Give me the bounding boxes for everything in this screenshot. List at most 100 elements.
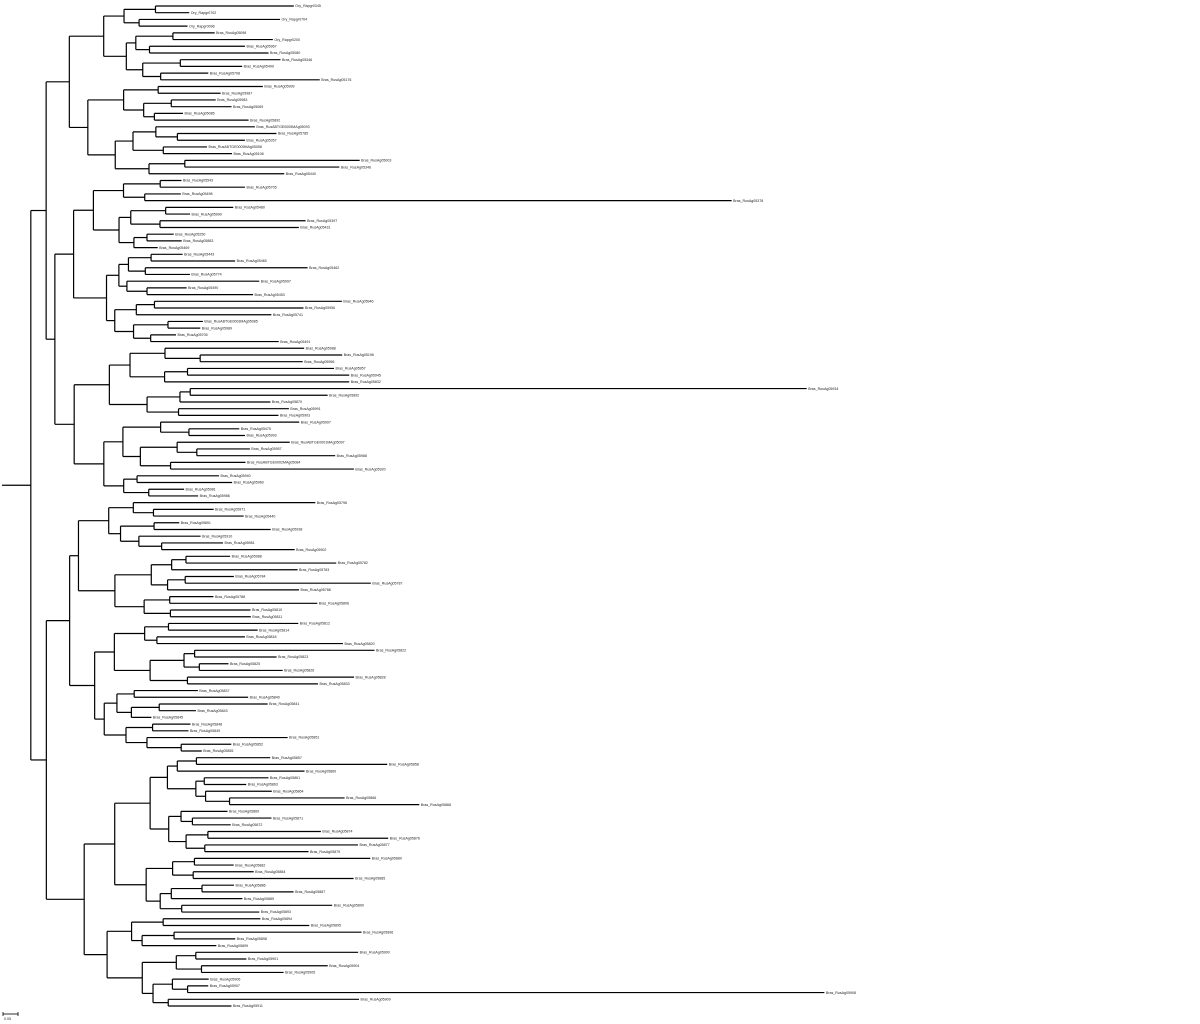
leaf-label: Bras_RusAg05346: [282, 58, 312, 62]
leaf-label: Bras_RusAg05905: [285, 971, 315, 975]
leaf-label: Bras_RusAg05851: [289, 736, 319, 740]
leaf-label: Bras_RusAg05378: [733, 199, 763, 203]
leaf-label: Bras_RusAg05879: [310, 850, 340, 854]
leaf-label: Bras_RusAg05991: [290, 407, 320, 411]
leaf-label: Bras_RusAg05956: [304, 360, 334, 364]
leaf-label: Bras_RusABTGE0001MAg05097: [291, 440, 344, 444]
leaf-label: Bras_RusAg05832: [351, 380, 381, 384]
leaf-label: Bras_RusAg05940: [221, 474, 251, 478]
tree-labels: Ory_Rapgr0345Ory_Rapgr0702Ory_Rapgr0704O…: [153, 4, 856, 1008]
leaf-label: Bras_RusAg05826: [284, 669, 314, 673]
leaf-label: Bras_RusAg05196: [344, 353, 374, 357]
leaf-label: Bras_RusAg05891: [181, 521, 211, 525]
scale-bar-label: 0.05: [4, 1017, 11, 1021]
leaf-label: Bras_RusAg05108: [233, 152, 263, 156]
leaf-label: Bras_RusAg05907: [210, 984, 240, 988]
leaf-label: Bras_RusABTGE0002MAg05084: [247, 461, 300, 465]
leaf-label: Bras_RusAg05892: [250, 118, 280, 122]
leaf-label: Bras_RusAg05945: [351, 373, 381, 377]
leaf-label: Bras_RusAg05863: [248, 783, 278, 787]
leaf-label: Bras_RusAg05843: [197, 709, 227, 713]
leaf-label: Bras_RusAg05346: [341, 165, 371, 169]
leaf-label: Bras_RusAg05788: [301, 588, 331, 592]
leaf-label: Bras_RusAg05981: [186, 487, 216, 491]
leaf-label: Bras_RusAg05785: [278, 132, 308, 136]
leaf-label: Bras_RusAg05887: [295, 890, 325, 894]
leaf-label: Bras_RusAg05988: [337, 454, 367, 458]
leaf-label: Bras_RusAg05988: [306, 346, 336, 350]
leaf-label: Bras_RusAg05938: [272, 528, 302, 532]
leaf-label: Bras_RusAg05443: [184, 253, 214, 257]
leaf-label: Bras_RusAg05906: [210, 977, 240, 981]
leaf-label: Bras_RusAg05999: [264, 85, 294, 89]
leaf-label: Bras_RusAg05855: [203, 749, 233, 753]
leaf-label: Bras_RusAg05960: [234, 481, 264, 485]
leaf-label: Bras_RusAg05828: [356, 675, 386, 679]
leaf-label: Bras_RusAg05498: [182, 192, 212, 196]
leaf-label: Bras_RusAg05357: [246, 138, 276, 142]
leaf-label: Bras_RusAg05886: [236, 883, 266, 887]
leaf-label: Bras_RusAg05957: [251, 447, 281, 451]
leaf-label: Bras_RusAg05904: [329, 964, 359, 968]
leaf-label: Bras_RusAg05845: [153, 716, 183, 720]
leaf-label: Bras_RusAg05796: [317, 501, 347, 505]
leaf-label: Bras_RusAg05705: [177, 333, 207, 337]
leaf-label: Bras_RusAg05783: [299, 568, 329, 572]
leaf-label: Bras_RusAg05868: [421, 803, 451, 807]
leaf-label: Bras_RusAg05946: [343, 300, 373, 304]
leaf-label: Bras_RusAg05440: [245, 514, 275, 518]
leaf-label: Bras_RusAg05098: [216, 31, 246, 35]
leaf-label: Bras_RusAg05741: [273, 313, 303, 317]
leaf-label: Bras_RusAg05431: [300, 226, 330, 230]
leaf-label: Bras_RusAg05080: [270, 51, 300, 55]
leaf-label: Bras_RusAg05857: [272, 756, 302, 760]
leaf-label: Bras_RusAg05814: [259, 628, 289, 632]
leaf-label: Bras_RusAg05469: [159, 246, 189, 250]
leaf-label: Bras_RusAg05892: [329, 393, 359, 397]
leaf-label: Bras_RusAg05822: [376, 648, 406, 652]
leaf-label: Bras_RusAg05708: [210, 71, 240, 75]
leaf-label: Bras_RusAg05833: [319, 682, 349, 686]
leaf-label: Bras_RusAg05176: [321, 78, 351, 82]
leaf-label: Bras_RusAg05840: [250, 695, 280, 699]
leaf-label: Ory_Rapgr0096: [189, 24, 215, 28]
leaf-label: Bras_RusAg05705: [246, 185, 276, 189]
leaf-label: Bras_RusAg05861: [270, 776, 300, 780]
leaf-label: Bras_RusAg05893: [261, 910, 291, 914]
leaf-label: Bras_RusAg05911: [233, 1004, 263, 1008]
leaf-label: Bras_RusAg05864: [273, 789, 303, 793]
leaf-label: Bras_RusAg05784: [235, 575, 265, 579]
leaf-label: Bras_RusAg05877: [359, 843, 389, 847]
leaf-label: Bras_RusAg05250: [175, 232, 205, 236]
leaf-label: Bras_RusAg05890: [334, 904, 364, 908]
leaf-label: Bras_RusAg05885: [355, 877, 385, 881]
leaf-label: Bras_RusAg05849: [190, 729, 220, 733]
leaf-label: Bras_RusAg05899: [218, 944, 248, 948]
leaf-label: Bras_RusAg05858: [389, 763, 419, 767]
leaf-label: Bras_RusAg05902: [296, 548, 326, 552]
leaf-label: Bras_RusABTGE0005MAg05093: [256, 125, 309, 129]
leaf-label: Bras_RusAg05901: [248, 957, 278, 961]
leaf-label: Bras_RusAg05909: [361, 997, 391, 1001]
leaf-label: Bras_RusAg05986: [200, 494, 230, 498]
leaf-label: Bras_RusAg05997: [261, 279, 291, 283]
leaf-label: Bras_RusAg05908: [826, 991, 856, 995]
leaf-label: Ory_Rapgr0704: [282, 18, 308, 22]
leaf-label: Ory_Rapgr0702: [191, 11, 217, 15]
leaf-label: Bras_RusAg05460: [237, 259, 267, 263]
leaf-label: Bras_RusAg05872: [232, 823, 262, 827]
leaf-label: Bras_RusAg05920: [355, 467, 385, 471]
leaf-label: Bras_RusAg05499: [244, 65, 274, 69]
leaf-label: Bras_RusAg05453: [255, 293, 285, 297]
leaf-label: Bras_RusAg05910: [202, 534, 232, 538]
leaf-label: Bras_RusAg05898: [237, 937, 267, 941]
leaf-label: Bras_RusAg05971: [215, 508, 245, 512]
leaf-label: Bras_RusAg05848: [192, 722, 222, 726]
leaf-label: Bras_RusAg05934: [808, 387, 838, 391]
leaf-label: Bras_RusAg05860: [306, 769, 336, 773]
leaf-label: Bras_RusAg05480: [235, 206, 265, 210]
leaf-label: Bras_RusAg05882: [235, 863, 265, 867]
leaf-label: Bras_RusAg05818: [246, 635, 276, 639]
leaf-label: Bras_RusAg05491: [280, 340, 310, 344]
leaf-label: Bras_RusAg05983: [217, 98, 247, 102]
